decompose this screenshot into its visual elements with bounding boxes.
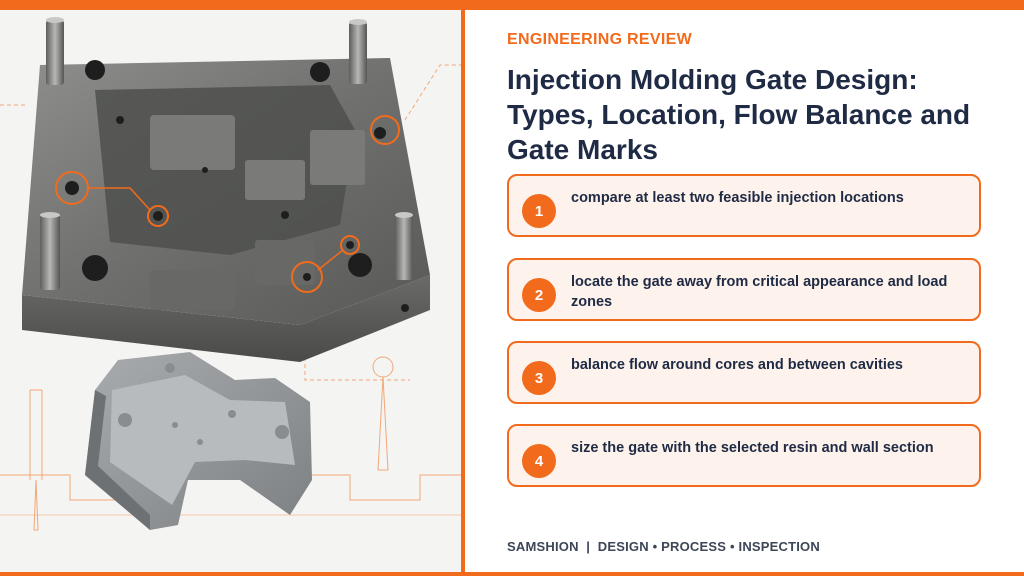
step-card: 3 balance flow around cores and between … — [507, 341, 981, 404]
top-accent-bar — [0, 0, 1024, 10]
step-card: 4 size the gate with the selected resin … — [507, 424, 981, 487]
step-card: 2 locate the gate away from critical app… — [507, 258, 981, 321]
step-text: size the gate with the selected resin an… — [571, 440, 934, 456]
step-card: 1 compare at least two feasible injectio… — [507, 174, 981, 237]
step-number-badge: 3 — [522, 361, 556, 395]
step-number-badge: 1 — [522, 194, 556, 228]
page-title: Injection Molding Gate Design: Types, Lo… — [507, 64, 971, 165]
eyebrow-label: ENGINEERING REVIEW — [507, 31, 692, 48]
step-text: compare at least two feasible injection … — [571, 190, 904, 206]
mold-photo — [0, 10, 461, 576]
step-text: balance flow around cores and between ca… — [571, 357, 903, 373]
footer-brand: SAMSHION | DESIGN • PROCESS • INSPECTION — [507, 539, 820, 554]
step-text: locate the gate away from critical appea… — [571, 274, 948, 310]
step-number-badge: 4 — [522, 444, 556, 478]
vertical-divider — [461, 10, 465, 576]
step-number-badge: 2 — [522, 278, 556, 312]
bottom-accent-bar — [0, 572, 1024, 576]
